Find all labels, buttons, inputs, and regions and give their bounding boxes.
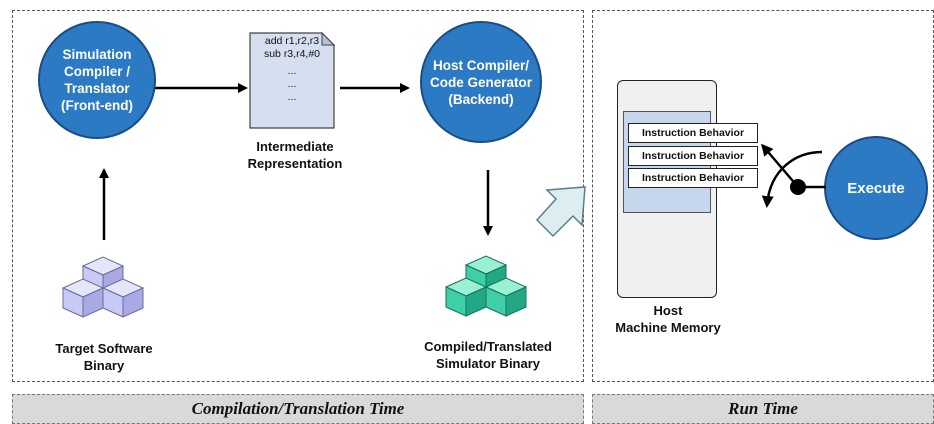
pointer-to-behavior [761, 143, 799, 188]
compiled-binary-label: Compiled/Translated Simulator Binary [424, 339, 552, 371]
load-arrow [535, 186, 586, 238]
ir-line-4: ... [287, 78, 297, 90]
target-binary-label: Target Software Binary [55, 341, 153, 373]
instruction-behavior-3: Instruction Behavior [628, 168, 758, 188]
execute-label: Execute [847, 179, 905, 197]
frontend-compiler-node: Simulation Compiler / Translator (Front-… [38, 21, 156, 139]
frontend-compiler-label: Simulation Compiler / Translator (Front-… [61, 47, 133, 113]
instruction-behavior-1: Instruction Behavior [628, 123, 758, 143]
host-memory-label: Host Machine Memory [615, 303, 721, 335]
ir-document-icon [249, 31, 336, 129]
run-footer: Run Time [592, 394, 934, 424]
backend-compiler-label: Host Compiler/ Code Generator (Backend) [429, 57, 533, 107]
compiled-binary-cubes-icon [444, 255, 528, 317]
ir-line-1: add r1,r2,r3 [264, 35, 320, 47]
ir-line-5: ... [287, 91, 297, 103]
target-binary-cubes-icon [61, 256, 145, 318]
pointer-rotation-arc [761, 150, 823, 208]
instruction-behavior-2: Instruction Behavior [628, 146, 758, 166]
ir-line-3: ... [287, 65, 297, 77]
ir-label: Intermediate Representation [247, 139, 343, 171]
ir-line-2: sub r3,r4,#0 [263, 48, 321, 60]
backend-compiler-node: Host Compiler/ Code Generator (Backend) [420, 21, 542, 143]
